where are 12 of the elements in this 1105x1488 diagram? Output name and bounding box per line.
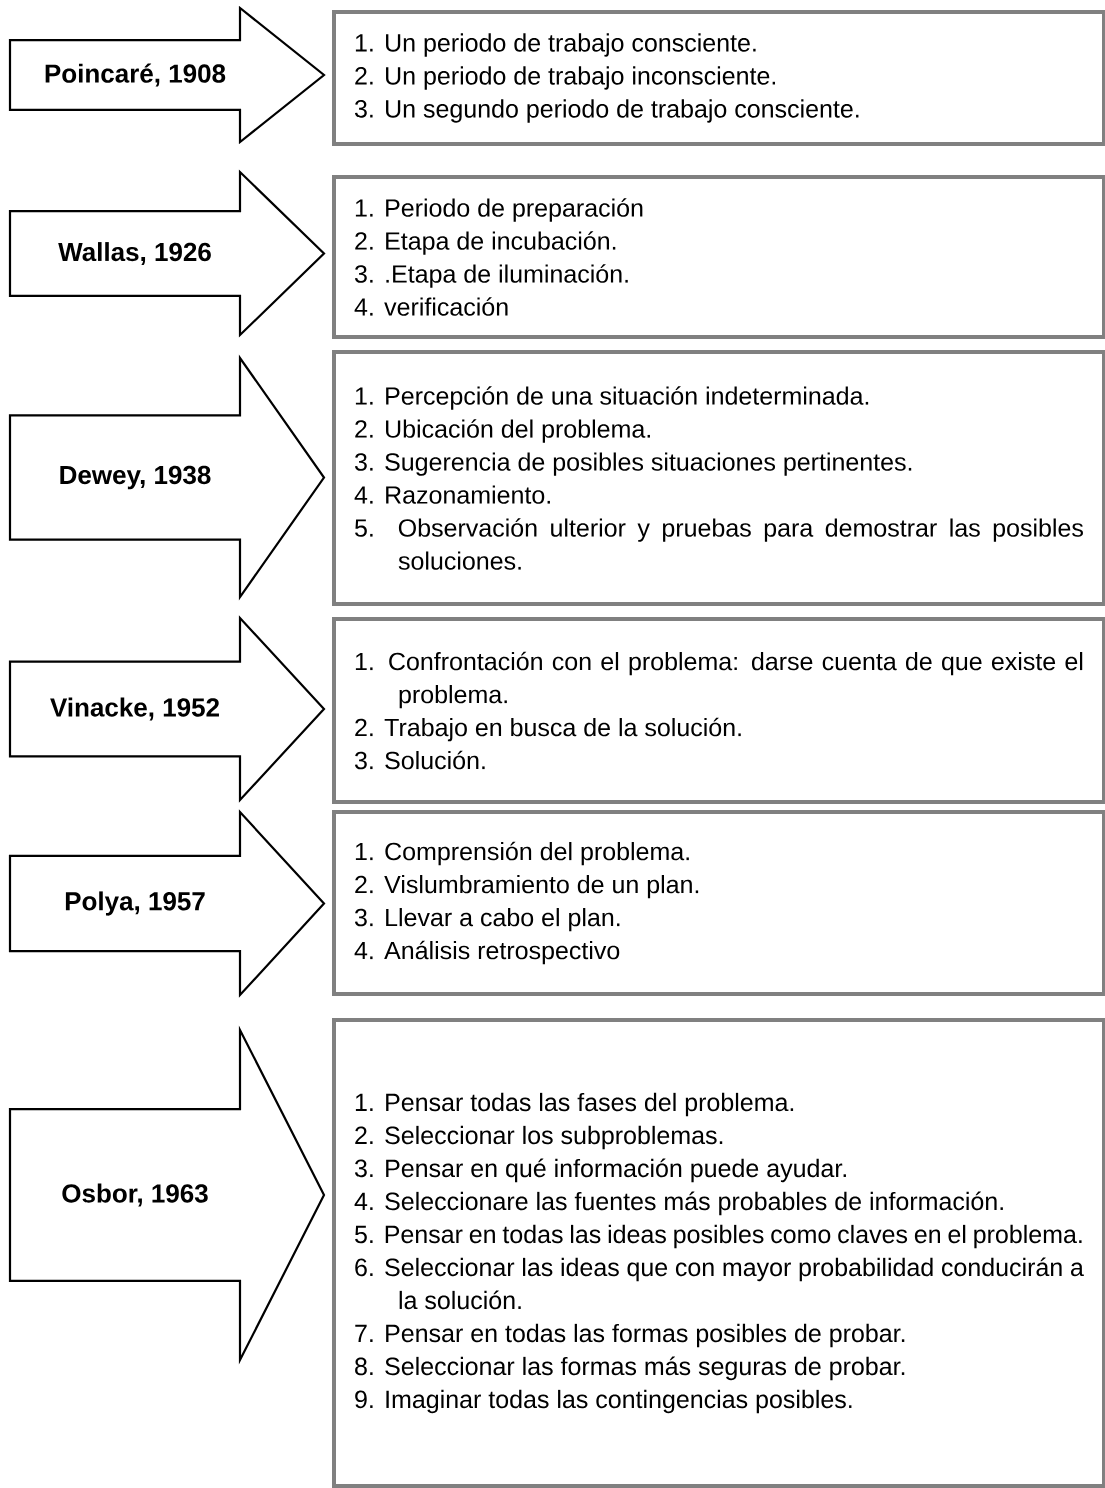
list-box: 1. Comprensión del problema. 2. Vislumbramiento de un plan. 3. Llevar a cabo el plan. 4. Análisis retrospectivo — [332, 810, 1105, 996]
arrow-shaped-box: Polya, 1957 — [8, 809, 326, 998]
arrow-shaped-box: Dewey, 1938 — [8, 354, 326, 601]
arrow-shaped-box: Osbor, 1963 — [8, 1025, 326, 1365]
list-box: 1. Confrontación con el problema: darse cuenta de que existe el problema. 2. Trabajo en busca de la solución. 3. Solución. — [332, 617, 1105, 804]
list-box: 1. Percepción de una situación indeterminada. 2. Ubicación del problema. 3. Sugerencia de posibles situaciones pertinentes. 4. Razonamiento. 5. Observación ulterior y pruebas para demostrar las posibles soluciones. — [332, 350, 1105, 606]
list-box: 1. Un periodo de trabajo consciente. 2. Un periodo de trabajo inconsciente. 3. Un segundo periodo de trabajo consciente. — [332, 10, 1105, 146]
arrow-shaped-box: Vinacke, 1952 — [8, 615, 326, 803]
list-box: 1. Periodo de preparación 2. Etapa de incubación. 3. .Etapa de iluminación. 4. verificación — [332, 175, 1105, 339]
arrow-shaped-box: Poincaré, 1908 — [8, 5, 326, 145]
list-box: 1. Pensar todas las fases del problema. 2. Seleccionar los subproblemas. 3. Pensar en qué información puede ayudar. 4. Seleccionare las fuentes más probables de información. 5. Pensar en todas las ideas posibles como claves en el problema. 6. Seleccionar las ideas que con mayor probabilidad conducirán a la solución. 7. Pensar en todas las formas posibles de probar. 8. Seleccionar las formas más seguras de probar. 9. Imaginar todas las contingencias posibles. — [332, 1018, 1105, 1488]
arrow-shaped-box: Wallas, 1926 — [8, 169, 326, 338]
